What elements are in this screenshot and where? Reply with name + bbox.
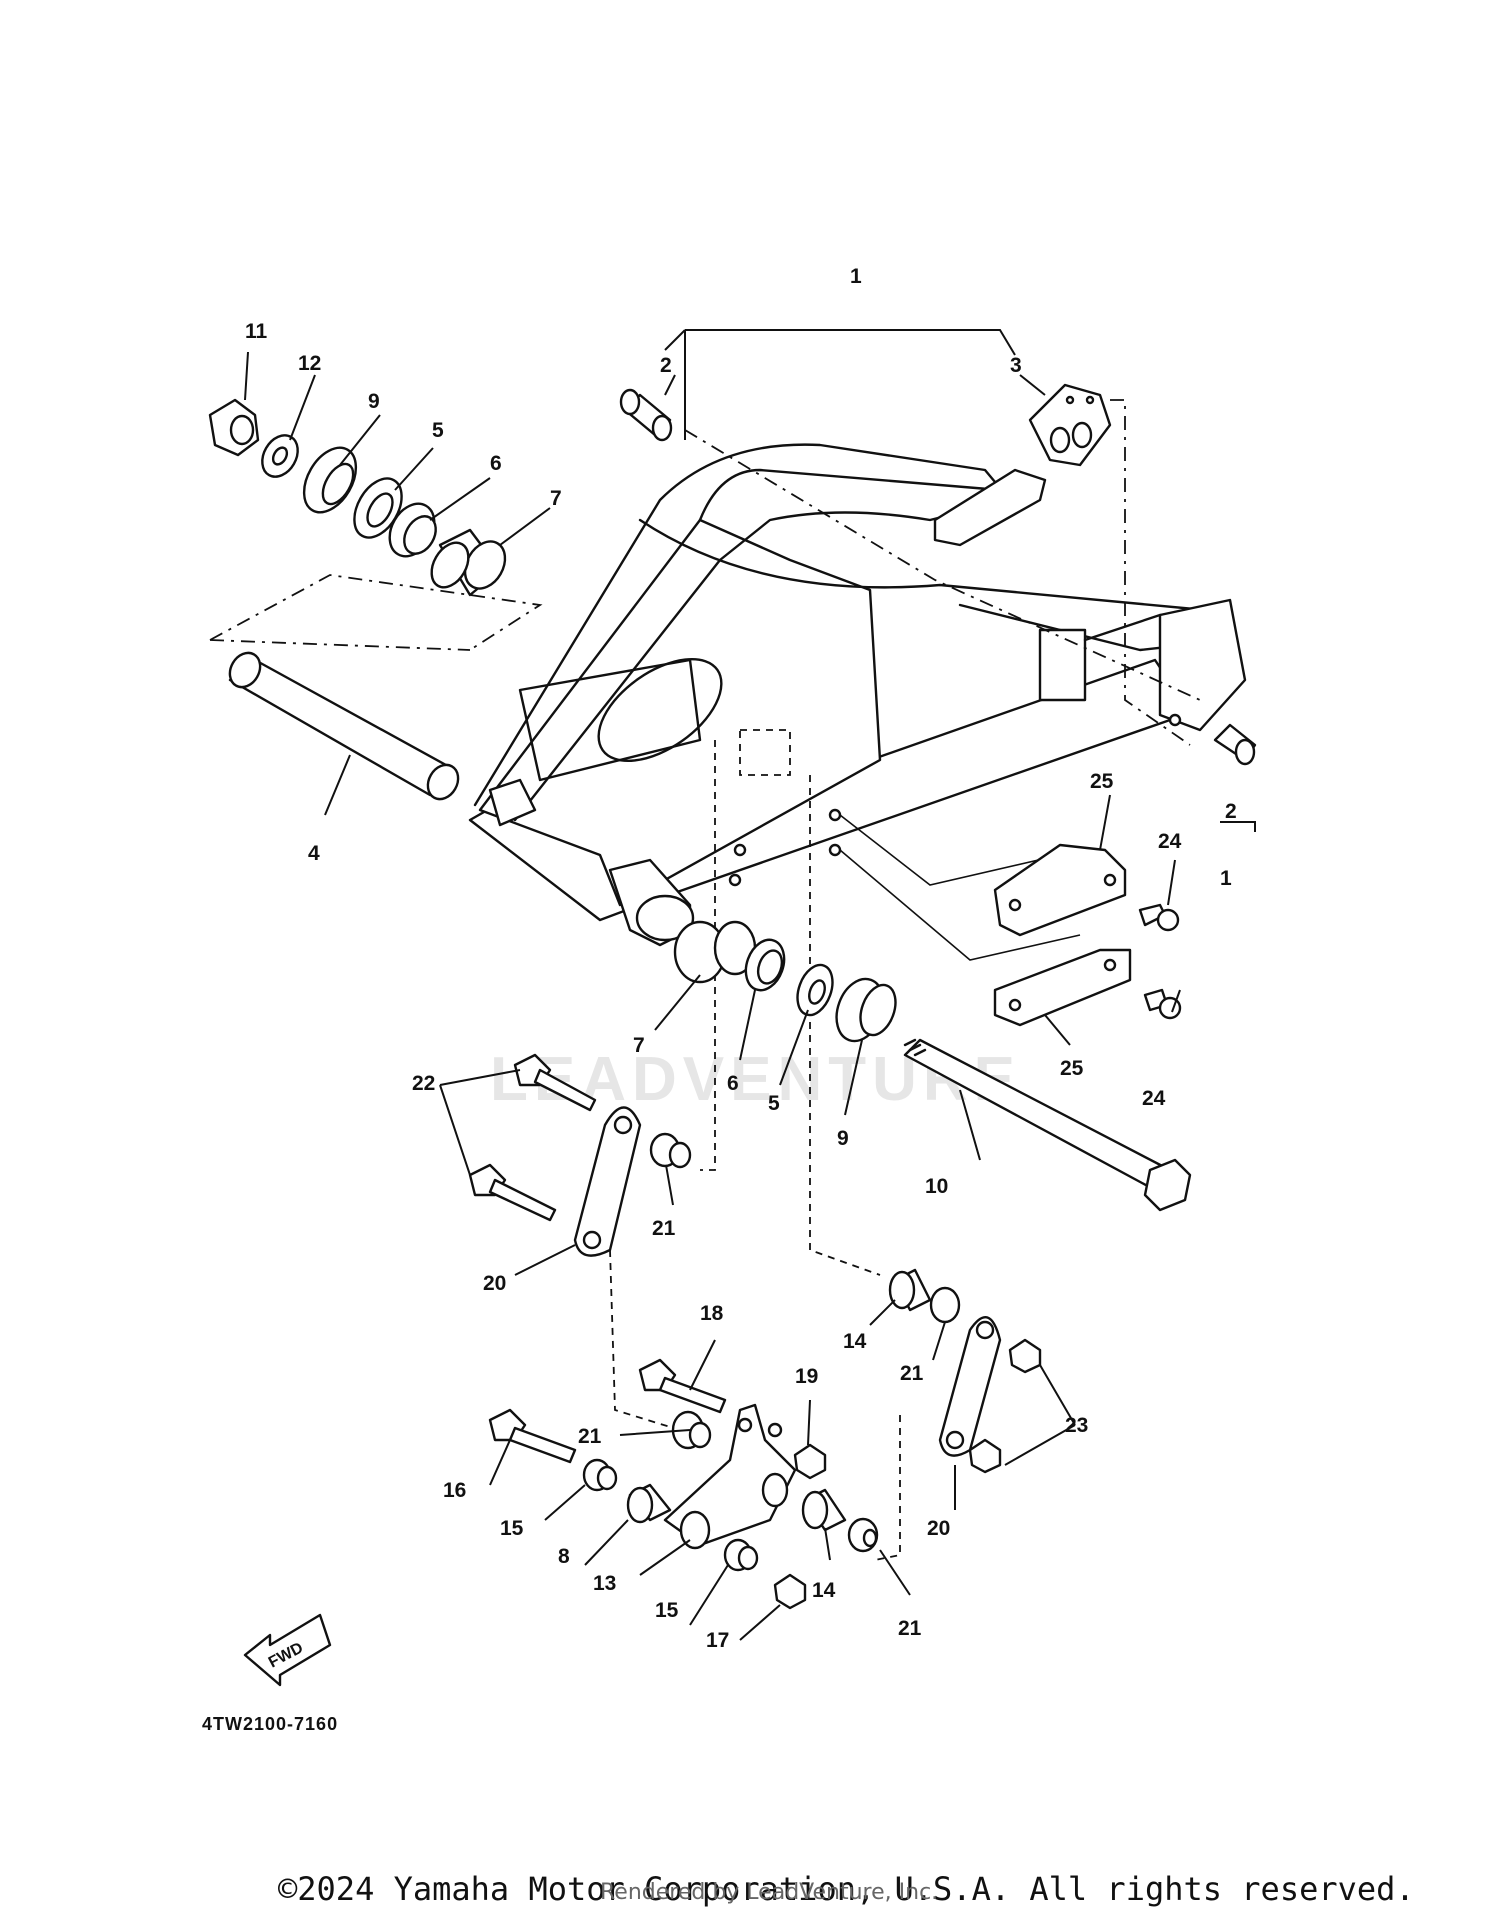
callout-14-upper: 14 (843, 1330, 867, 1353)
callout-7-upper: 7 (550, 487, 562, 510)
callout-2-top: 2 (660, 354, 672, 377)
bearing-14-upper (888, 1268, 932, 1312)
nut-17 (773, 1573, 807, 1610)
bolt-16 (488, 1408, 577, 1464)
fwd-arrow-icon: FWD (243, 1613, 332, 1687)
callout-labels: 1 1 2 2 3 4 5 5 6 6 7 7 8 9 9 10 11 12 1… (245, 265, 1237, 1652)
collar-21-d (847, 1517, 879, 1553)
callout-10: 10 (925, 1175, 948, 1198)
copyright-notice: ©2024 Yamaha Motor Corporation, U.S.A. A… (278, 1870, 1415, 1908)
rendered-by-credit: Rendered by LeadVenture, Inc. (600, 1880, 939, 1905)
nut-23-upper (1008, 1338, 1042, 1374)
callout-3: 3 (1010, 354, 1022, 377)
bearing-7-lower (673, 920, 757, 984)
pivot-bolt-10 (903, 1038, 1192, 1212)
callout-2-rear: 2 (1225, 800, 1237, 823)
callout-19: 19 (795, 1365, 818, 1388)
callout-25-lower: 25 (1060, 1057, 1084, 1080)
callout-9-lower: 9 (837, 1127, 849, 1150)
plate-3 (1028, 383, 1112, 467)
callout-21-d: 21 (898, 1617, 922, 1640)
washer-12 (261, 434, 299, 478)
callout-25-upper: 25 (1090, 770, 1114, 793)
callout-1-top: 1 (850, 265, 862, 288)
callout-14-lower: 14 (812, 1579, 836, 1602)
callout-21-a: 21 (652, 1217, 676, 1240)
callout-7-lower: 7 (633, 1034, 645, 1057)
collar-21-a (649, 1132, 692, 1169)
callout-23: 23 (1065, 1414, 1088, 1437)
screw-24-lower (1143, 988, 1182, 1020)
diagram-code: 4TW2100-7160 (202, 1714, 338, 1734)
callout-24-upper: 24 (1158, 830, 1182, 853)
callout-15-upper: 15 (500, 1517, 524, 1540)
collar-15-upper (582, 1458, 618, 1492)
connecting-rod-20-left (573, 1106, 642, 1257)
callout-20-left: 20 (483, 1272, 506, 1295)
callout-9-upper: 9 (368, 390, 380, 413)
callout-6-lower: 6 (727, 1072, 739, 1095)
oil-seal-6-lower (744, 938, 786, 992)
collar-9-lower (835, 977, 897, 1043)
callout-13: 13 (593, 1572, 616, 1595)
bushing-2-top (619, 388, 673, 442)
leader-lines (244, 329, 1256, 1641)
callout-15-lower: 15 (655, 1599, 679, 1622)
callout-21-b: 21 (900, 1362, 924, 1385)
callout-17: 17 (706, 1629, 729, 1652)
connecting-rod-20-right (938, 1316, 1002, 1457)
oil-seal-6-upper (388, 502, 437, 558)
bolt-22-lower (468, 1163, 557, 1222)
collar-15-lower (723, 1538, 759, 1572)
callout-6-upper: 6 (490, 452, 502, 475)
bolt-22-upper (513, 1053, 597, 1112)
bushing-2-rear (1213, 723, 1257, 766)
callout-20-right: 20 (927, 1517, 950, 1540)
washer-5-lower (796, 963, 834, 1017)
pivot-shaft-4 (228, 651, 460, 801)
callout-5-lower: 5 (768, 1092, 780, 1115)
guard-25-lower (993, 948, 1132, 1027)
collar-9-upper (302, 446, 358, 514)
bolt-18 (638, 1358, 727, 1414)
bearing-7-upper (430, 528, 507, 597)
callout-16: 16 (443, 1479, 466, 1502)
nut-19 (793, 1443, 827, 1480)
callout-12: 12 (298, 352, 321, 375)
bearing-14-lower (801, 1488, 847, 1532)
assembly-guide-lines (209, 399, 1201, 1561)
callout-11: 11 (245, 320, 268, 343)
relay-arm-13 (663, 1403, 797, 1550)
callout-4: 4 (308, 842, 320, 865)
bearing-8 (626, 1483, 672, 1524)
guard-25-upper (993, 843, 1127, 937)
callout-24-lower: 24 (1142, 1087, 1166, 1110)
callout-1-rear: 1 (1220, 867, 1232, 890)
callout-18: 18 (700, 1302, 724, 1325)
nut-23-lower (968, 1438, 1002, 1474)
screw-24-upper (1138, 903, 1180, 932)
callout-8: 8 (558, 1545, 570, 1568)
swingarm-assembly (468, 443, 1247, 947)
callout-22: 22 (412, 1072, 435, 1095)
collar-21-b (929, 1286, 961, 1324)
nut-11 (208, 398, 260, 457)
callout-21-c: 21 (578, 1425, 602, 1448)
callout-5-upper: 5 (432, 419, 444, 442)
